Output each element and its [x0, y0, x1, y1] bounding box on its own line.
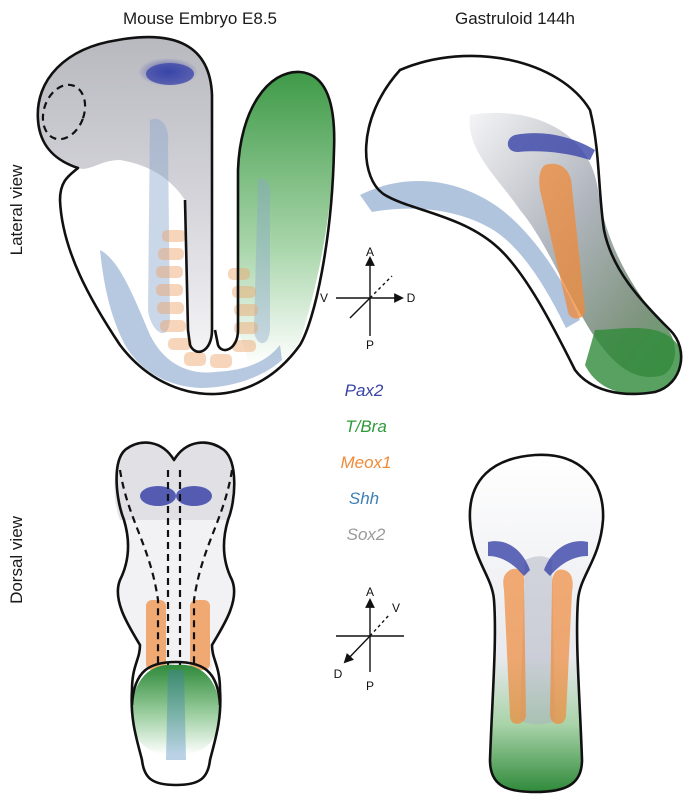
legend-bra: T/Bra: [345, 417, 387, 436]
compass-lateral: A P V D: [320, 245, 416, 352]
tail-bra: [238, 72, 334, 365]
gastruloid-dorsal: [470, 455, 603, 792]
gene-legend: Pax2 T/Bra Meox1 Shh Sox2: [340, 381, 391, 544]
legend-sox2: Sox2: [347, 525, 386, 544]
pax2-dorsal-left: [140, 486, 176, 506]
legend-meox1: Meox1: [340, 453, 391, 472]
title-mouse-embryo: Mouse Embryo E8.5: [123, 9, 277, 28]
shh-floor: [148, 119, 170, 333]
axis-dorsal-diag-lower: D: [334, 667, 343, 681]
mouse-embryo-lateral: [36, 37, 335, 394]
axis-lateral-left: V: [320, 291, 328, 305]
mouse-embryo-dorsal: [115, 443, 235, 785]
axis-lateral-up: A: [366, 245, 374, 259]
label-lateral-view: Lateral view: [7, 164, 26, 255]
axis-dorsal-down: P: [366, 679, 374, 693]
legend-shh: Shh: [349, 489, 379, 508]
shh-dorsal: [166, 670, 186, 760]
pax2-dorsal-right: [176, 486, 212, 506]
axis-lateral-right: D: [407, 291, 416, 305]
label-dorsal-view: Dorsal view: [7, 515, 26, 604]
compass-dorsal: A P D V: [334, 585, 404, 693]
axis-lateral-down: P: [366, 338, 374, 352]
title-gastruloid: Gastruloid 144h: [455, 9, 575, 28]
axis-dorsal-up: A: [366, 585, 374, 599]
gastruloid-lateral: [360, 56, 681, 394]
axis-dorsal-diag-upper: V: [392, 601, 400, 615]
meox1-dorsal-left: [146, 600, 166, 670]
legend-pax2: Pax2: [345, 381, 384, 400]
